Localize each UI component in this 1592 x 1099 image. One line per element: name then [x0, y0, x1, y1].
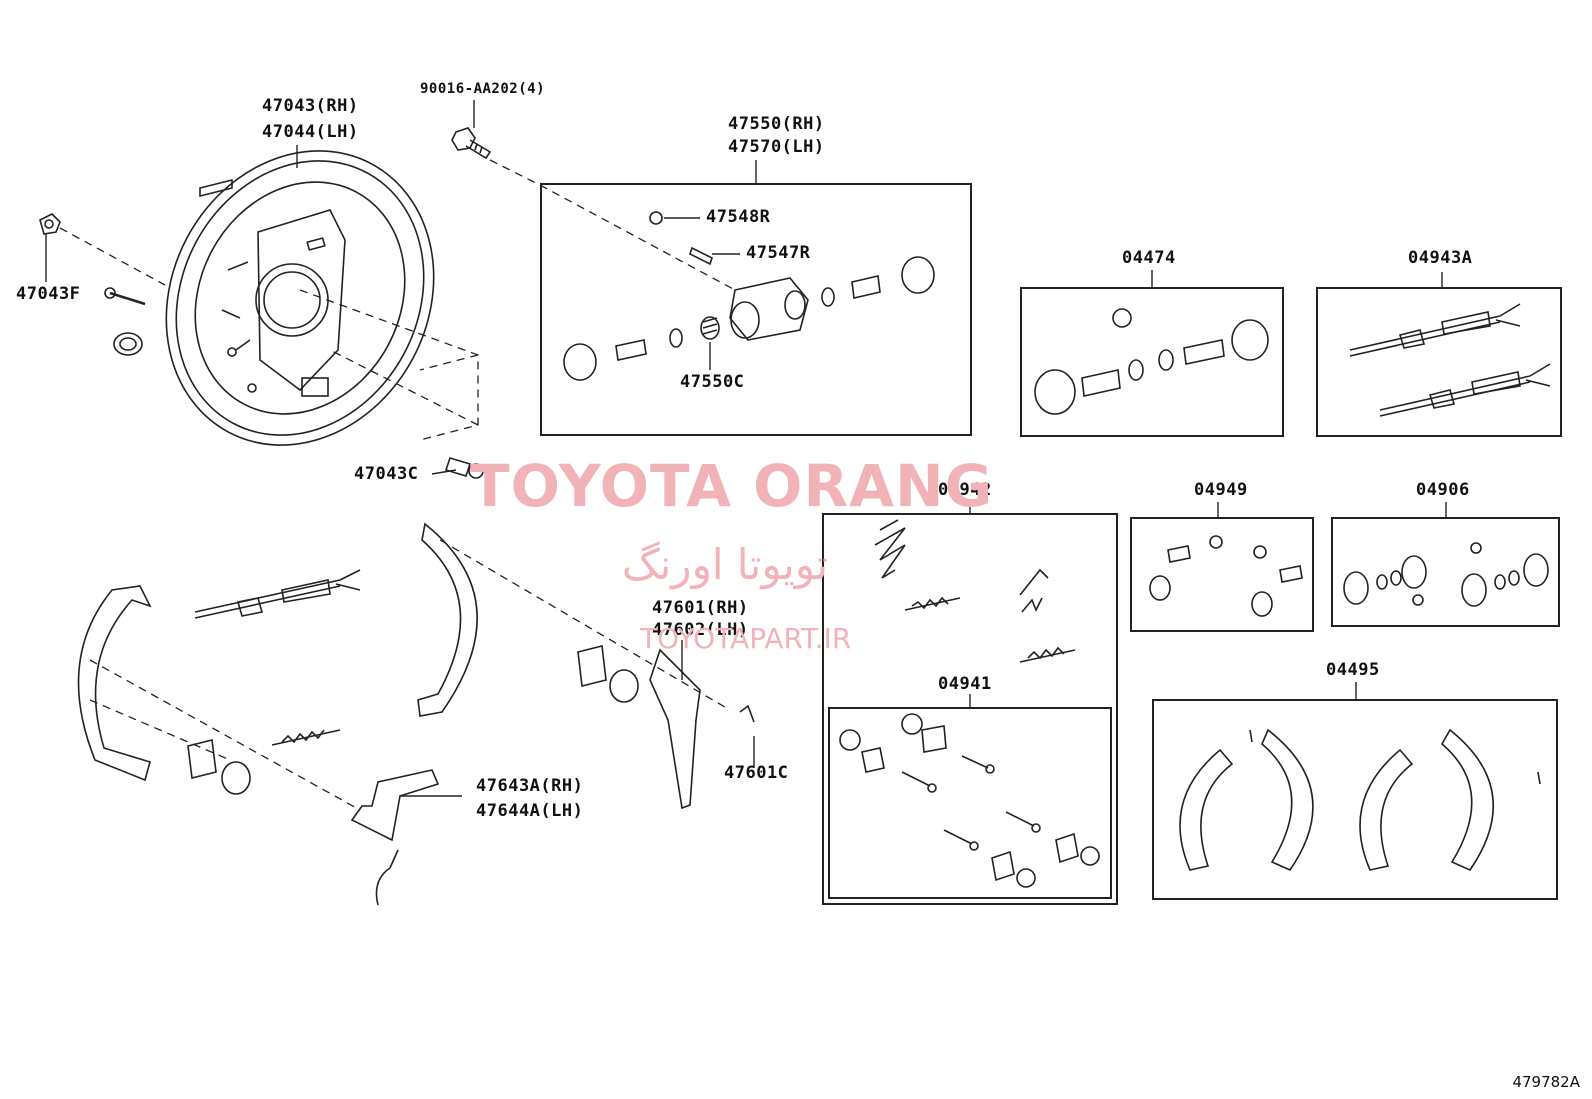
kit-04906-drawing: [1343, 542, 1549, 607]
kit-04474-drawing: [1034, 308, 1269, 415]
part-label-cylinder-rh[interactable]: 47550(RH): [728, 114, 825, 134]
kit-label-04495[interactable]: 04495: [1326, 660, 1380, 680]
kit-label-04906[interactable]: 04906: [1416, 480, 1470, 500]
springs-drawing: [187, 645, 639, 906]
diagram-code: 479782A: [1512, 1073, 1580, 1091]
part-label-backing-plate-lh[interactable]: 47044(LH): [262, 122, 359, 142]
kit-04941-drawing: [839, 713, 1100, 888]
part-label-plate-bolt[interactable]: 47043C: [354, 464, 419, 484]
watermark-title: TOYOTA ORANG: [470, 452, 994, 520]
part-label-plug[interactable]: 47043F: [16, 284, 81, 304]
kit-box-04941: [828, 707, 1112, 899]
kit-label-04949[interactable]: 04949: [1194, 480, 1248, 500]
brake-shoe-drawing: [77, 522, 478, 782]
part-label-strut-lh[interactable]: 47644A(LH): [476, 801, 584, 821]
kit-label-04941[interactable]: 04941: [938, 674, 992, 694]
plate-bolt-drawing: [444, 457, 484, 479]
wheel-cylinder-drawing: [563, 211, 935, 381]
kit-label-04942[interactable]: 04942: [938, 480, 992, 500]
part-label-bolt[interactable]: 90016-AA202(4): [420, 81, 546, 97]
part-label-strut-rh[interactable]: 47643A(RH): [476, 776, 584, 796]
strut-drawing: [350, 769, 440, 842]
part-label-cylinder-spring[interactable]: 47550C: [680, 372, 745, 392]
kit-box-04906: [1331, 517, 1560, 627]
kit-box-04495: [1152, 699, 1558, 900]
part-label-cylinder-lh[interactable]: 47570(LH): [728, 137, 825, 157]
watermark-persian: تویوتا اورنگ: [622, 540, 829, 589]
kit-box-04943A: [1316, 287, 1562, 437]
part-label-clip[interactable]: 47601C: [724, 763, 789, 783]
plug-drawing: [39, 213, 146, 356]
kit-04942-drawing: [874, 519, 1076, 663]
kit-box-04949: [1130, 517, 1314, 632]
watermark-url: TOYOTAPART.IR: [640, 622, 852, 655]
kit-box-04474: [1020, 287, 1284, 437]
part-label-cap[interactable]: 47548R: [706, 207, 771, 227]
part-label-lever-lh[interactable]: 47602(LH): [652, 620, 749, 640]
kit-04495-drawing: [1179, 728, 1541, 872]
part-label-lever-rh[interactable]: 47601(RH): [652, 598, 749, 618]
part-label-backing-plate-rh[interactable]: 47043(RH): [262, 96, 359, 116]
parking-lever-drawing: [649, 648, 755, 810]
kit-box-47550: [540, 183, 972, 436]
kit-04949-drawing: [1149, 535, 1303, 617]
backing-plate-drawing: [165, 150, 435, 446]
kit-label-04474[interactable]: 04474: [1122, 248, 1176, 268]
kit-label-04943A[interactable]: 04943A: [1408, 248, 1473, 268]
kit-box-04942: [822, 513, 1118, 905]
kit-04943A-drawing: [1349, 303, 1551, 417]
part-label-bleeder[interactable]: 47547R: [746, 243, 811, 263]
adjuster-drawing: [194, 569, 361, 619]
bolt-drawing: [451, 127, 492, 160]
